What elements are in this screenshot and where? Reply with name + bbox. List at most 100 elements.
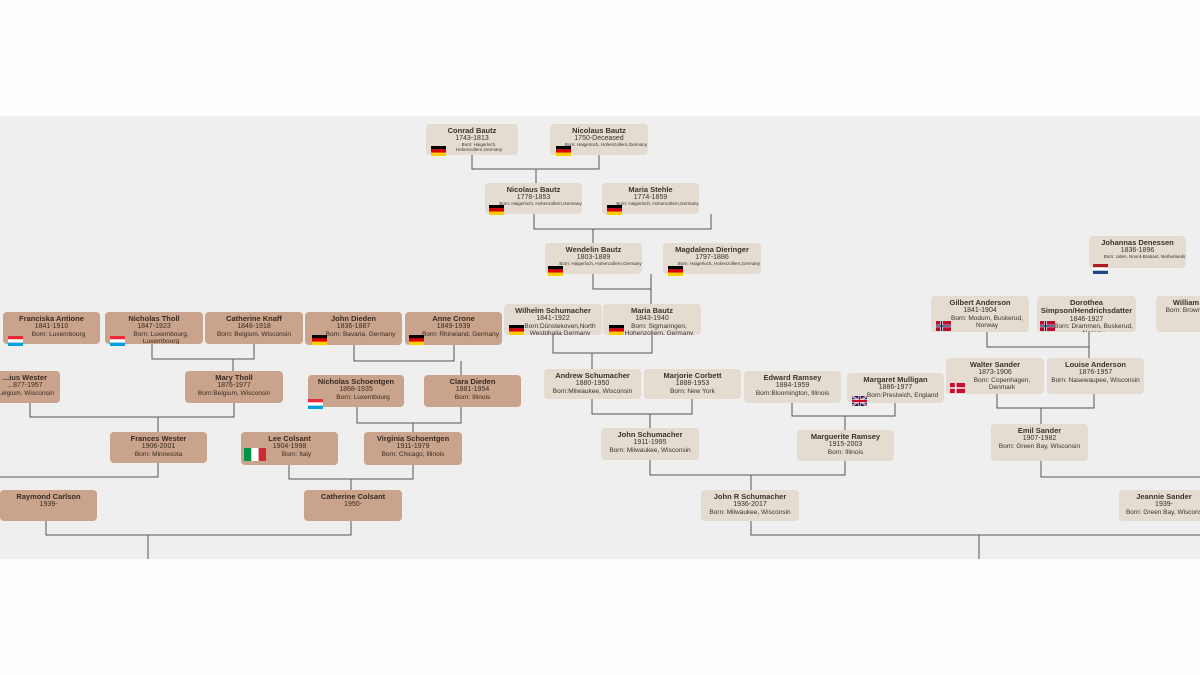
person-name: Marjorie Corbett [663, 371, 722, 380]
person-years: 1939- [1155, 501, 1173, 509]
person-name: Lee Colsant [268, 434, 311, 443]
person-birthplace: Born: Uden, Noord-Brabant, Netherlands [1103, 253, 1186, 259]
person-name: Mary Tholl [215, 373, 253, 382]
person-birthplace: Born: Bavaria, Germany [325, 330, 396, 338]
person-birthplace: Born: Luxembourg [336, 393, 390, 401]
person-birthplace: Born:Prestwich, England [866, 391, 939, 399]
person-name: Maria Stehle [628, 185, 673, 194]
person-birthplace: Born: Milwaukee, Wisconsin [609, 446, 691, 454]
person-name: Virginia Schoentgen [376, 434, 450, 443]
person-years: 1836-1887 [336, 323, 371, 331]
person-years: 1911-1995 [633, 439, 667, 447]
person-birthplace: Born: Haigerloch, Hohenzollern,Germany [616, 200, 699, 206]
person-name: Johannas Denessen [1101, 238, 1174, 247]
person-name: Nicholas Tholl [128, 314, 180, 323]
person-years: 1881-1954 [455, 386, 490, 394]
person-years: 1847-1923 [137, 323, 171, 331]
person-birthplace: Born: Chicago, Illinois [381, 450, 445, 458]
person-years: 1841-1922 [536, 315, 570, 323]
person-years: 1886-1977 [878, 384, 913, 392]
person-birthplace: Born: Brown c [1165, 307, 1200, 315]
person-name: Nicolaus Bautz [572, 126, 626, 135]
norway-flag-icon [936, 318, 951, 331]
person-years: 1876-1977 [217, 382, 251, 390]
person-name: Frances Wester [130, 434, 187, 443]
person-years: 1880-1950 [575, 380, 610, 388]
person-birthplace: Born: Rhineland, Germany [422, 330, 499, 338]
person-years: 1915-2003 [828, 441, 863, 449]
person-birthplace: Born: Haigerloch, Hohenzollern,Germany [564, 141, 648, 147]
person-years: 1936-2017 [733, 501, 767, 509]
person-years: 1876-1957 [1078, 369, 1113, 377]
person-name: Dorothea Simpson/Hendrichsdatter [1040, 298, 1133, 316]
person-years: 1841-1910 [34, 323, 69, 331]
norway-flag-icon [1040, 318, 1055, 331]
person-name: Franciska Antione [19, 314, 84, 323]
person-years: 1911-1979 [396, 443, 430, 451]
person-birthplace: Born: Haigerloch, Hohenzollern,Germany [499, 200, 582, 206]
person-name: Anne Crone [432, 314, 475, 323]
person-years: 1849-1939 [436, 323, 471, 331]
person-name: Jeannie Sander [1136, 492, 1192, 501]
person-years: 1841-1904 [963, 307, 997, 315]
person-name: Wendelin Bautz [565, 245, 622, 254]
person-name: Walter Sander [969, 360, 1021, 369]
germany-flag-icon [609, 322, 624, 335]
person-birthplace: Born: Milwaukee, Wisconsin [709, 508, 791, 516]
person-years: 1797-1886 [695, 254, 729, 262]
germany-flag-icon [409, 332, 424, 345]
person-years: 1950- [344, 501, 362, 509]
person-name: Nicholas Schoentgen [317, 377, 395, 386]
germany-flag-icon [509, 322, 524, 335]
person-years: 1843-1940 [635, 315, 669, 323]
person-birthplace: Born:Dünstekoven,North Westphalia German… [524, 322, 596, 335]
person-birthplace: Born:Belgium, Wisconsin [197, 389, 271, 397]
person-name: Catherine Knaff [226, 314, 282, 323]
person-years: 1906-2001 [141, 443, 176, 451]
person-birthplace: Born: Luxembourg [31, 330, 86, 338]
person-years: 1778-1853 [516, 194, 551, 202]
person-birthplace: Born: Modum, Buskerud, Norway [951, 314, 1023, 330]
person-name: Louise Anderson [1065, 360, 1126, 369]
person-birthplace: Born: Illinois [827, 448, 864, 456]
person-years: 1888-1953 [675, 380, 710, 388]
person-card-wester[interactable]: ...ius Wester...877-1957...elgium, Wisco… [0, 371, 60, 403]
person-birthplace: Born: New York [670, 387, 715, 395]
uk-flag-icon [851, 393, 868, 407]
person-birthplace: Born: Sigmaringen, Hohenzollern, Germany [624, 322, 694, 335]
person-name: Edward Ramsey [763, 373, 822, 382]
person-birthplace: Born: Luxembourg, Luxembourg [133, 330, 189, 344]
person-birthplace: ...elgium, Wisconsin [0, 389, 54, 397]
person-name: Wilhelm Schumacher [515, 306, 591, 315]
person-name: Clara Dieden [449, 377, 496, 386]
person-birthplace: Born:Milwaukee, Wisconsin [552, 387, 633, 395]
person-name: Andrew Schumacher [555, 371, 630, 380]
person-birthplace: Born: Nasewaupee, Wisconsin [1051, 376, 1140, 384]
person-name: John Dieden [330, 314, 376, 323]
